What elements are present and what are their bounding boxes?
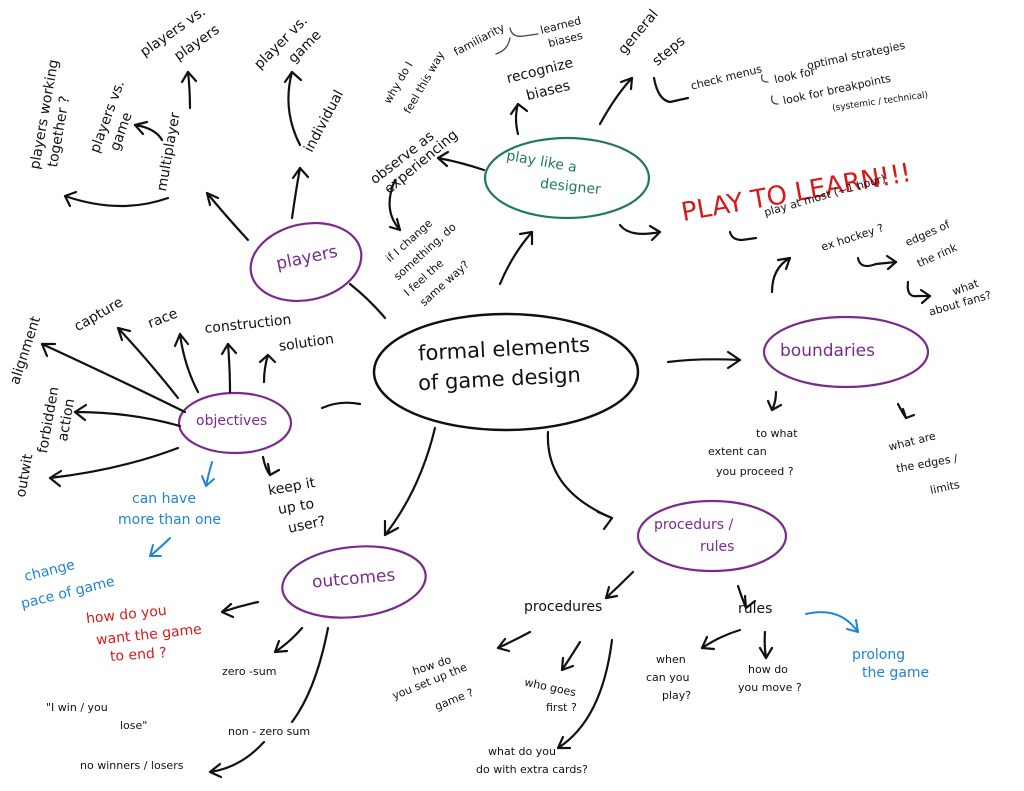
label-procedures: procedures: [524, 599, 603, 615]
label-extra-1: what do you: [488, 745, 556, 758]
label-can-have-1: can have: [132, 491, 196, 507]
label-i-win-1: "I win / you: [46, 701, 108, 714]
label-non-zero: non - zero sum: [228, 725, 311, 738]
label-zero-sum: zero -sum: [222, 665, 277, 678]
label-extent-2: extent can: [708, 445, 767, 458]
play-like-designer-ellipse: [483, 136, 651, 220]
node-procedures-rules-line-2: rules: [700, 539, 735, 555]
label-move-1: how do: [748, 663, 788, 676]
boundaries-ellipse: [762, 315, 930, 389]
outcomes-ellipse: [281, 545, 427, 619]
label-no-winners: no winners / losers: [80, 759, 184, 772]
label-rules: rules: [738, 601, 773, 617]
label-prolong-1: prolong: [852, 647, 906, 663]
label-extent-3: you proceed ?: [716, 465, 794, 478]
label-first-2: first ?: [546, 701, 577, 714]
label-i-win-2: lose": [120, 719, 148, 732]
center-ellipse: [372, 312, 640, 432]
node-boundaries: boundaries: [780, 341, 875, 361]
label-extra-2: do with extra cards?: [476, 763, 588, 776]
label-when-3: play?: [662, 689, 692, 702]
label-when-1: when: [656, 653, 686, 666]
label-prolong-2: the game: [862, 665, 930, 681]
objectives-ellipse: [177, 391, 293, 455]
node-objectives: objectives: [196, 413, 268, 429]
label-when-2: can you: [646, 671, 690, 684]
label-extent-1: to what: [756, 427, 798, 440]
node-procedures-rules-line-1: procedurs /: [654, 517, 734, 533]
label-move-2: you move ?: [738, 681, 802, 694]
players-ellipse: [249, 221, 363, 303]
procedures-rules-ellipse: [636, 499, 788, 573]
label-can-have-2: more than one: [118, 512, 222, 528]
